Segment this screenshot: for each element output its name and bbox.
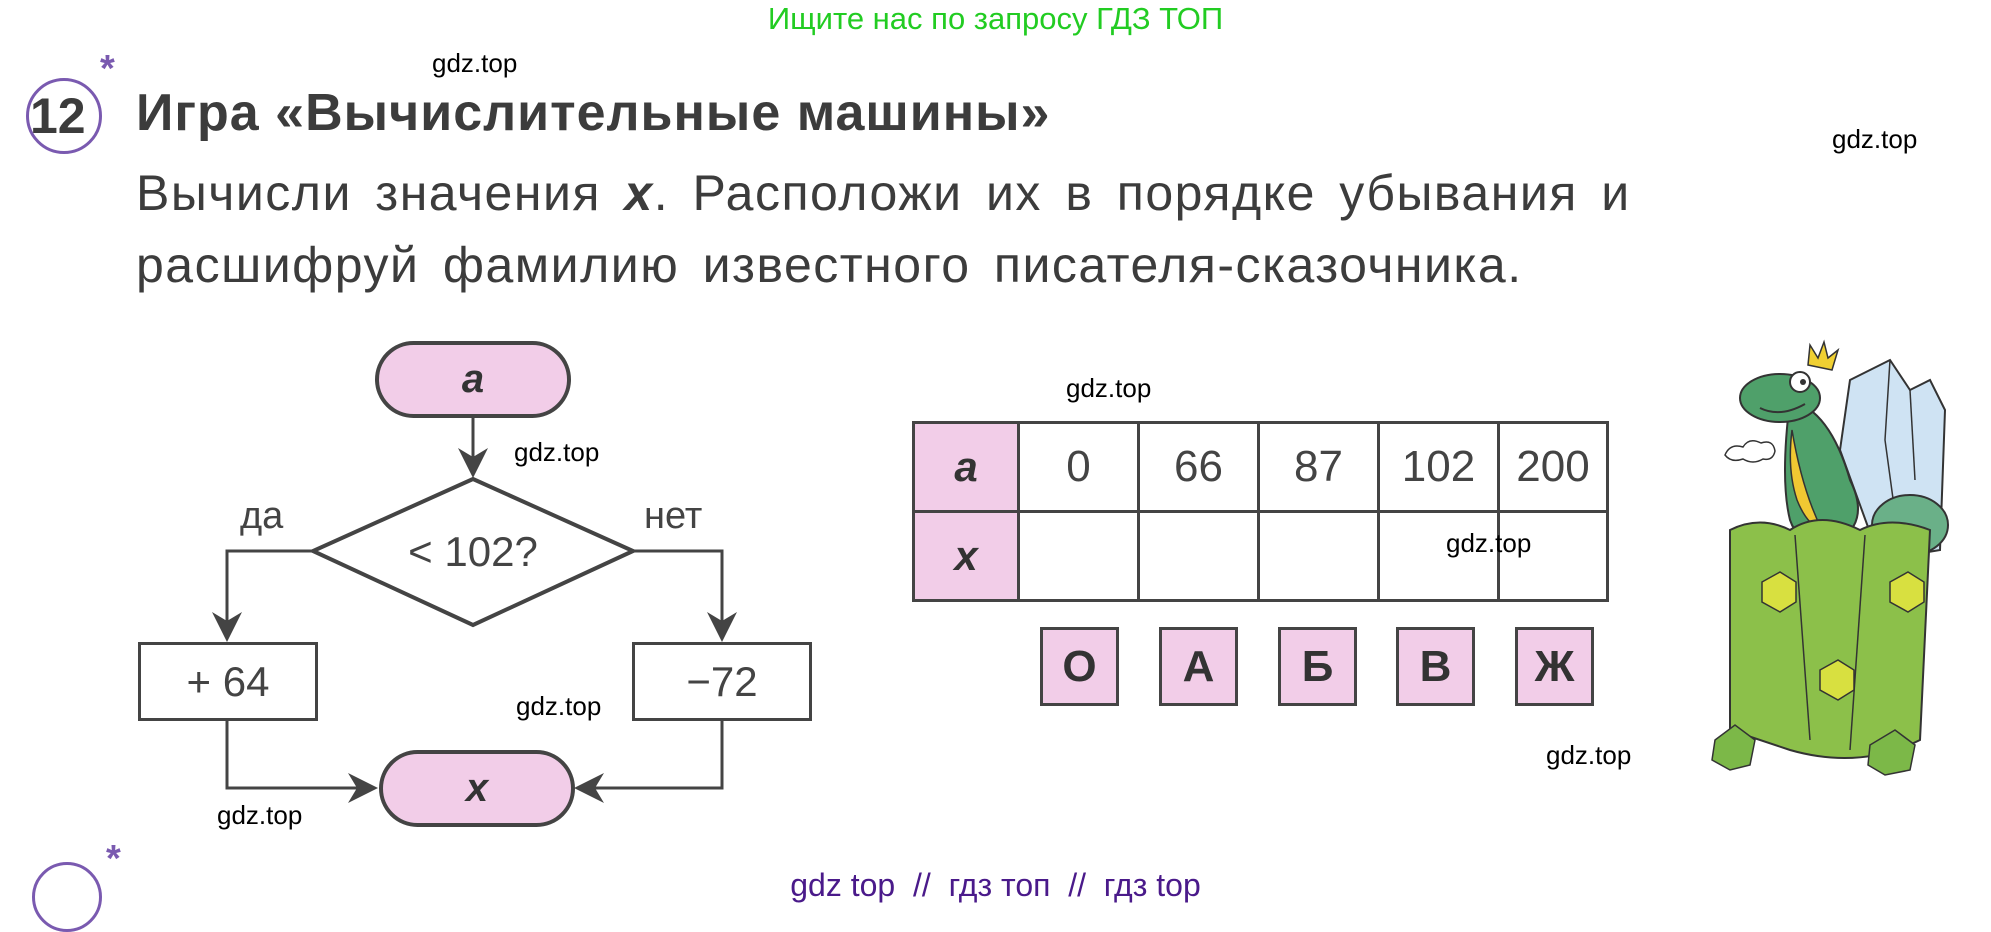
letter-box: В bbox=[1396, 627, 1475, 706]
watermark: gdz.top bbox=[514, 437, 600, 467]
a-value-cell: 102 bbox=[1377, 421, 1500, 513]
star-icon: * bbox=[100, 48, 115, 90]
table-row-a: a 0 66 87 102 200 bbox=[912, 421, 1609, 513]
x-answer-cell[interactable] bbox=[1017, 510, 1140, 602]
dragon-illustration-icon bbox=[1711, 339, 1949, 776]
values-table: a 0 66 87 102 200 x bbox=[912, 421, 1609, 602]
flowchart-plus-64: + 64 bbox=[138, 642, 318, 721]
letter-box: А bbox=[1159, 627, 1238, 706]
letter-box: Б bbox=[1278, 627, 1357, 706]
letter-box: Ж bbox=[1515, 627, 1594, 706]
watermark: gdz.top bbox=[217, 800, 303, 830]
instruction-text: Вычисли значения bbox=[136, 165, 625, 221]
a-value-cell: 0 bbox=[1017, 421, 1140, 513]
row-header-a: a bbox=[912, 421, 1020, 513]
instruction-text: . Расположи их в порядке убывания и bbox=[653, 165, 1631, 221]
x-answer-cell[interactable] bbox=[1377, 510, 1500, 602]
watermark: gdz.top bbox=[1832, 124, 1918, 154]
exercise-title: Игра «Вычислительные машины» bbox=[136, 84, 1051, 142]
flowchart-minus-72: −72 bbox=[632, 642, 812, 721]
watermark: gdz.top bbox=[516, 691, 602, 721]
flowchart-connectors bbox=[212, 418, 737, 803]
flowchart-no-label: нет bbox=[644, 495, 703, 537]
watermark: gdz.top bbox=[1446, 528, 1532, 558]
flowchart-condition: < 102? bbox=[408, 528, 538, 575]
star-icon: * bbox=[106, 838, 121, 880]
flowchart-end-x: x bbox=[379, 750, 575, 827]
x-answer-cell[interactable] bbox=[1137, 510, 1260, 602]
a-value-cell: 66 bbox=[1137, 421, 1260, 513]
a-value-cell: 200 bbox=[1497, 421, 1609, 513]
x-answer-cell[interactable] bbox=[1497, 510, 1609, 602]
instruction-variable: x bbox=[624, 165, 654, 221]
flowchart-yes-label: да bbox=[240, 495, 284, 537]
footer-watermark: gdz top // гдз топ // гдз top bbox=[790, 867, 1201, 903]
watermark: gdz.top bbox=[432, 48, 518, 78]
exercise-number: 12 bbox=[30, 88, 86, 144]
x-answer-cell[interactable] bbox=[1257, 510, 1380, 602]
table-row-x: x bbox=[912, 510, 1609, 602]
flowchart-start-a: a bbox=[375, 341, 571, 418]
search-banner[interactable]: Ищите нас по запросу ГДЗ ТОП bbox=[767, 1, 1224, 36]
instruction-line-1: Вычисли значения x. Расположи их в поряд… bbox=[136, 162, 1631, 224]
watermark: gdz.top bbox=[1546, 740, 1632, 770]
instruction-line-2: расшифруй фамилию известного писателя-ск… bbox=[136, 237, 1523, 293]
watermark: gdz.top bbox=[1066, 373, 1152, 403]
a-value-cell: 87 bbox=[1257, 421, 1380, 513]
exercise-number-circle bbox=[26, 78, 102, 154]
row-header-x: x bbox=[912, 510, 1020, 602]
letter-box: О bbox=[1040, 627, 1119, 706]
